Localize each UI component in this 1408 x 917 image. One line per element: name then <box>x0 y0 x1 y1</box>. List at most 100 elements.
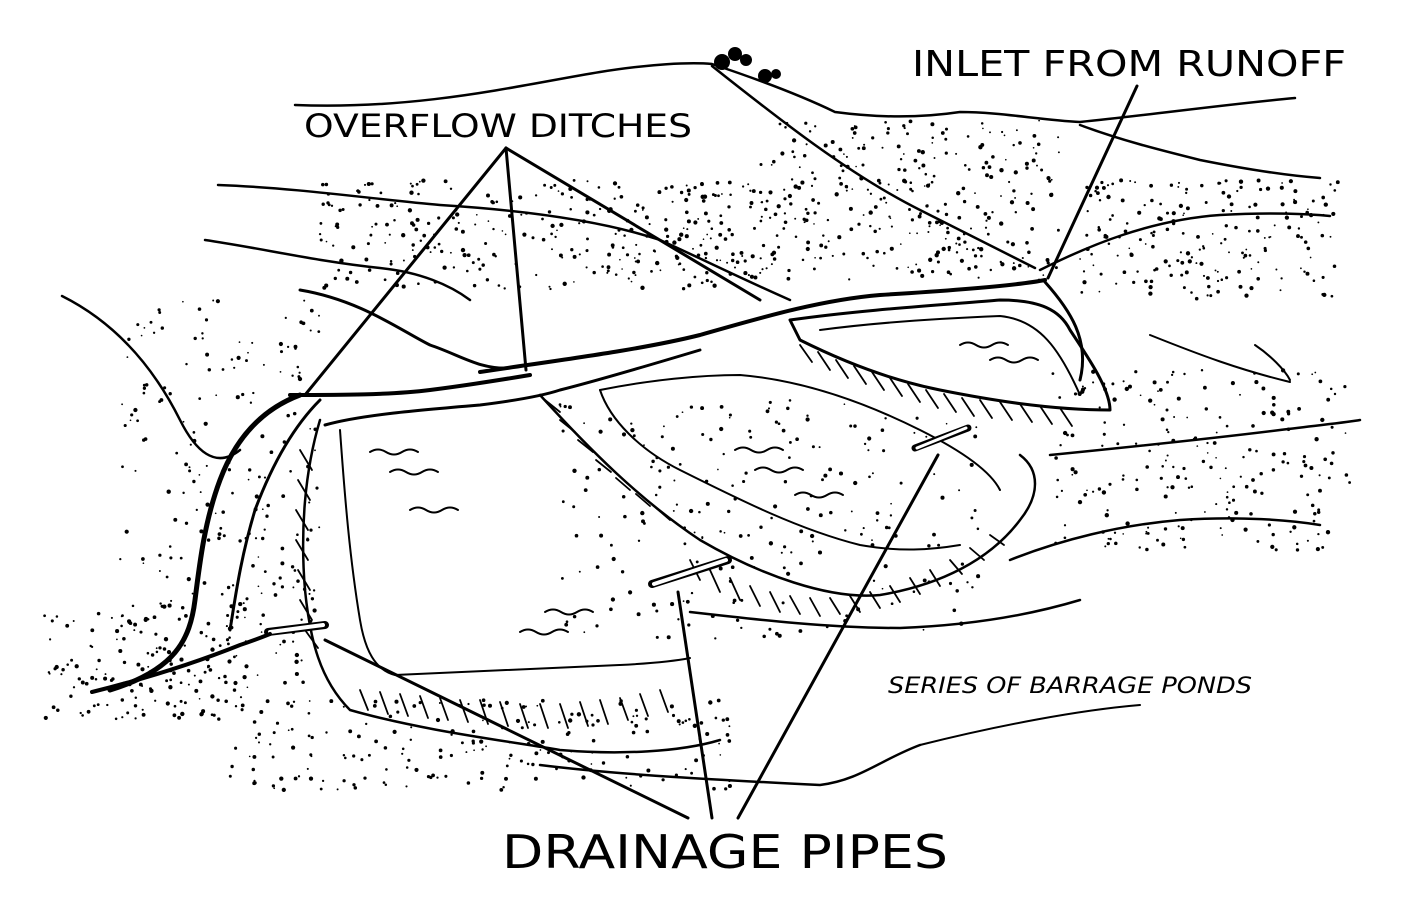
stipple-dot <box>254 494 259 499</box>
stipple-dot <box>1215 456 1217 459</box>
stipple-dot <box>1311 373 1314 376</box>
stipple-dot <box>967 266 971 271</box>
stipple-dot <box>1259 471 1263 476</box>
stipple-dot <box>1040 168 1044 172</box>
stipple-dot <box>1165 428 1169 432</box>
stipple-dot <box>1209 294 1213 298</box>
stipple-dot <box>1135 487 1139 492</box>
stipple-dot <box>394 202 397 205</box>
stipple-dot <box>1003 134 1006 137</box>
stipple-dot <box>374 222 378 226</box>
stipple-dot <box>1031 158 1036 163</box>
stipple-dot <box>685 184 688 187</box>
stipple-dot <box>169 678 173 682</box>
stipple-dot <box>1200 183 1204 188</box>
stipple-dot <box>1038 119 1040 122</box>
stipple-dot <box>292 700 296 703</box>
stipple-dot <box>761 243 766 248</box>
stipple-dot <box>940 131 945 135</box>
stipple-dot <box>788 440 792 444</box>
stipple-dot <box>1094 189 1097 193</box>
stipple-dot <box>1289 530 1292 533</box>
stipple-dot <box>767 407 771 410</box>
stipple-dot <box>959 258 964 263</box>
stipple-dot <box>655 635 659 639</box>
stipple-dot <box>585 266 588 269</box>
stipple-dot <box>229 625 234 630</box>
stipple-dot <box>686 188 691 193</box>
stipple-dot <box>713 194 717 197</box>
stipple-dot <box>251 563 255 568</box>
stipple-dot <box>1333 392 1337 396</box>
stipple-dot <box>700 194 705 199</box>
stipple-dot <box>765 267 768 270</box>
stipple-dot <box>1282 451 1287 456</box>
stipple-dot <box>634 723 639 728</box>
stipple-dot <box>868 210 873 215</box>
stipple-dot <box>1256 276 1261 281</box>
stipple-dot <box>163 386 167 390</box>
stipple-dot <box>809 533 815 539</box>
stipple-dot <box>924 172 928 176</box>
stipple-dot <box>697 217 700 220</box>
stipple-dot <box>372 704 377 708</box>
stipple-dot <box>1106 184 1110 187</box>
stipple-dot <box>231 584 235 587</box>
leader-drainage-mid <box>676 590 714 820</box>
stipple-dot <box>198 697 201 700</box>
stipple-dot <box>195 508 198 512</box>
stipple-dot <box>219 526 223 530</box>
stipple-dot <box>558 253 563 258</box>
stipple-dot <box>141 712 146 717</box>
stipple-dot <box>724 787 728 791</box>
stipple-dot <box>388 714 393 719</box>
stipple-dot <box>257 741 261 744</box>
stipple-dot <box>975 426 978 429</box>
stipple-dot <box>1161 465 1164 468</box>
stipple-dot <box>1097 228 1101 232</box>
stipple-dot <box>886 131 890 135</box>
stipple-dot <box>784 220 788 224</box>
stipple-dot <box>1098 199 1102 202</box>
stipple-dot <box>210 647 215 652</box>
stipple-dot <box>601 761 606 765</box>
stipple-dot <box>313 427 318 432</box>
stipple-dot <box>1059 444 1062 447</box>
stipple-dot <box>698 510 701 514</box>
stipple-dot <box>933 157 936 159</box>
stipple-dot <box>1169 183 1174 187</box>
stipple-dot <box>772 159 776 164</box>
stipple-dot <box>585 475 590 480</box>
stipple-dot <box>306 538 310 542</box>
stipple-dot <box>873 205 878 209</box>
stipple-dot <box>203 670 207 674</box>
stipple-dot <box>1021 256 1024 260</box>
stipple-dot <box>887 183 890 186</box>
stipple-dot <box>783 212 787 215</box>
stipple-dot <box>417 192 420 196</box>
stipple-dot <box>1134 442 1138 445</box>
stipple-dot <box>110 616 113 619</box>
stipple-dot <box>741 185 745 188</box>
stipple-dot <box>1160 417 1165 422</box>
stipple-dot <box>1144 243 1147 245</box>
stipple-dot <box>1288 179 1293 184</box>
stipple-dot <box>1104 234 1109 239</box>
stipple-dot <box>141 557 145 561</box>
stipple-dot <box>179 681 183 685</box>
stipple-dot <box>818 513 823 518</box>
stipple-dot <box>935 250 941 255</box>
stipple-dot <box>261 508 264 511</box>
stipple-dot <box>1158 388 1163 392</box>
stipple-dot <box>759 219 763 223</box>
stipple-dot <box>791 150 795 154</box>
stipple-dot <box>1125 521 1130 526</box>
stipple-dot <box>1104 513 1109 518</box>
stipple-dot <box>831 254 834 257</box>
stipple-dot <box>1224 224 1228 228</box>
stipple-dot <box>252 781 257 786</box>
stipple-dot <box>308 501 311 504</box>
stipple-dot <box>677 237 682 242</box>
stipple-dot <box>158 400 162 404</box>
